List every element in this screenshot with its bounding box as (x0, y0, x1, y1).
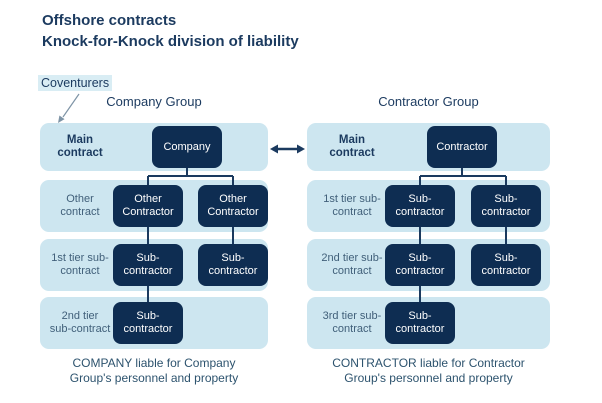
company-subcontractor-box-3: Sub- contractor (113, 302, 183, 344)
company-liability-caption: COMPANY liable for Company Group's perso… (69, 356, 239, 385)
contractor-subcontractor-box-1: Sub- contractor (385, 185, 455, 227)
company-subcontractor-box-1: Sub- contractor (113, 244, 183, 286)
bidirectional-arrow-icon (270, 144, 305, 154)
row-label-1st-tier-left: 1st tier sub- contract (51, 252, 109, 277)
row-label-2nd-tier-right: 2nd tier sub- contract (321, 252, 383, 277)
row-label-main-contract-left: Main contract (57, 134, 103, 159)
contractor-subcontractor-box-2: Sub- contractor (471, 185, 541, 227)
contractor-subcontractor-box-3: Sub- contractor (385, 244, 455, 286)
contractor-subcontractor-box-5: Sub- contractor (385, 302, 455, 344)
row-label-1st-tier-right: 1st tier sub- contract (323, 193, 381, 218)
company-subcontractor-box-2: Sub- contractor (198, 244, 268, 286)
contractor-subcontractor-box-4: Sub- contractor (471, 244, 541, 286)
contractor-liability-caption: CONTRACTOR liable for Contractor Group's… (332, 356, 525, 385)
contractor-box: Contractor (427, 126, 497, 168)
company-group-header: Company Group (106, 94, 202, 109)
row-label-3rd-tier-right: 3rd tier sub- contract (322, 310, 382, 335)
row-label-2nd-tier-left: 2nd tier sub-contract (49, 310, 111, 335)
row-label-main-contract-right: Main contract (329, 134, 375, 159)
title-line-1: Offshore contracts (42, 12, 177, 29)
row-label-other-contract: Other contract (60, 193, 100, 218)
other-contractor-box-1: Other Contractor (113, 185, 183, 227)
coventurers-label: Coventurers (38, 75, 113, 91)
page-title: Offshore contracts Knock-for-Knock divis… (42, 10, 299, 52)
contractor-group-header: Contractor Group (378, 94, 479, 109)
company-box: Company (152, 126, 222, 168)
title-line-2: Knock-for-Knock division of liability (42, 33, 299, 50)
other-contractor-box-2: Other Contractor (198, 185, 268, 227)
